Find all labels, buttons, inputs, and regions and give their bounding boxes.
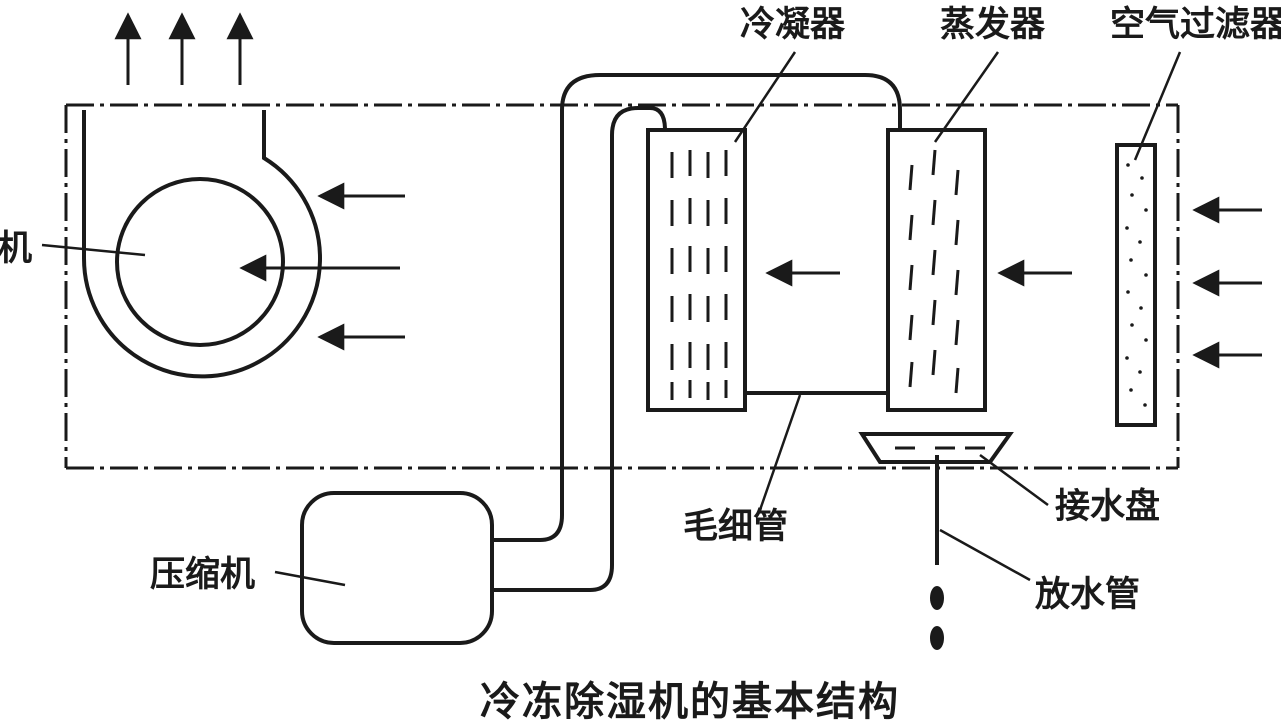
air-filter-panel — [1115, 143, 1157, 427]
label-drip-tray: 接水盘 — [1055, 487, 1161, 527]
label-condenser: 冷凝器 — [740, 5, 846, 45]
condenser-fins — [670, 150, 728, 400]
condenser-coil — [646, 128, 747, 412]
label-capillary-tube: 毛细管 — [683, 507, 789, 547]
leader-air-filter — [1133, 51, 1182, 161]
fan-impeller — [115, 177, 285, 347]
evaporator-fins — [908, 149, 960, 394]
label-drain-pipe: 放水管 — [1035, 575, 1141, 615]
leader-compressor — [274, 570, 346, 587]
drain-pipe — [930, 455, 944, 650]
leader-condenser — [733, 51, 797, 143]
leader-fan — [41, 243, 146, 257]
fan — [81, 110, 322, 379]
diagram-caption: 冷冻除湿机的基本结构 — [480, 679, 900, 725]
label-compressor: 压缩机 — [150, 555, 256, 595]
leader-drain-pipe — [939, 528, 1031, 582]
refrigerant-piping — [492, 73, 902, 592]
label-fan: 风机 — [0, 229, 33, 269]
evaporator-coil — [886, 128, 987, 412]
water-droplet — [930, 586, 944, 610]
label-air-filter: 空气过滤器 — [1110, 5, 1281, 45]
pipe-outer — [492, 73, 902, 542]
exhaust-arrows — [114, 12, 254, 85]
leader-lines — [41, 51, 1182, 587]
leader-drip-tray — [979, 453, 1049, 507]
evaporator — [886, 128, 987, 412]
leader-capillary — [758, 394, 802, 511]
air-filter-dots — [1125, 163, 1148, 407]
water-droplet — [930, 626, 944, 650]
condenser — [646, 128, 747, 412]
pipe-inner — [492, 106, 667, 592]
leader-evaporator — [933, 51, 1000, 143]
compressor-body — [300, 491, 494, 645]
dehumidifier-diagram — [41, 12, 1262, 650]
fan-scroll-housing — [81, 110, 322, 379]
airflow-arrows — [239, 182, 1262, 369]
label-evaporator: 蒸发器 — [940, 5, 1046, 45]
air-filter — [1115, 143, 1157, 427]
compressor — [300, 491, 494, 645]
housing — [64, 103, 1180, 470]
